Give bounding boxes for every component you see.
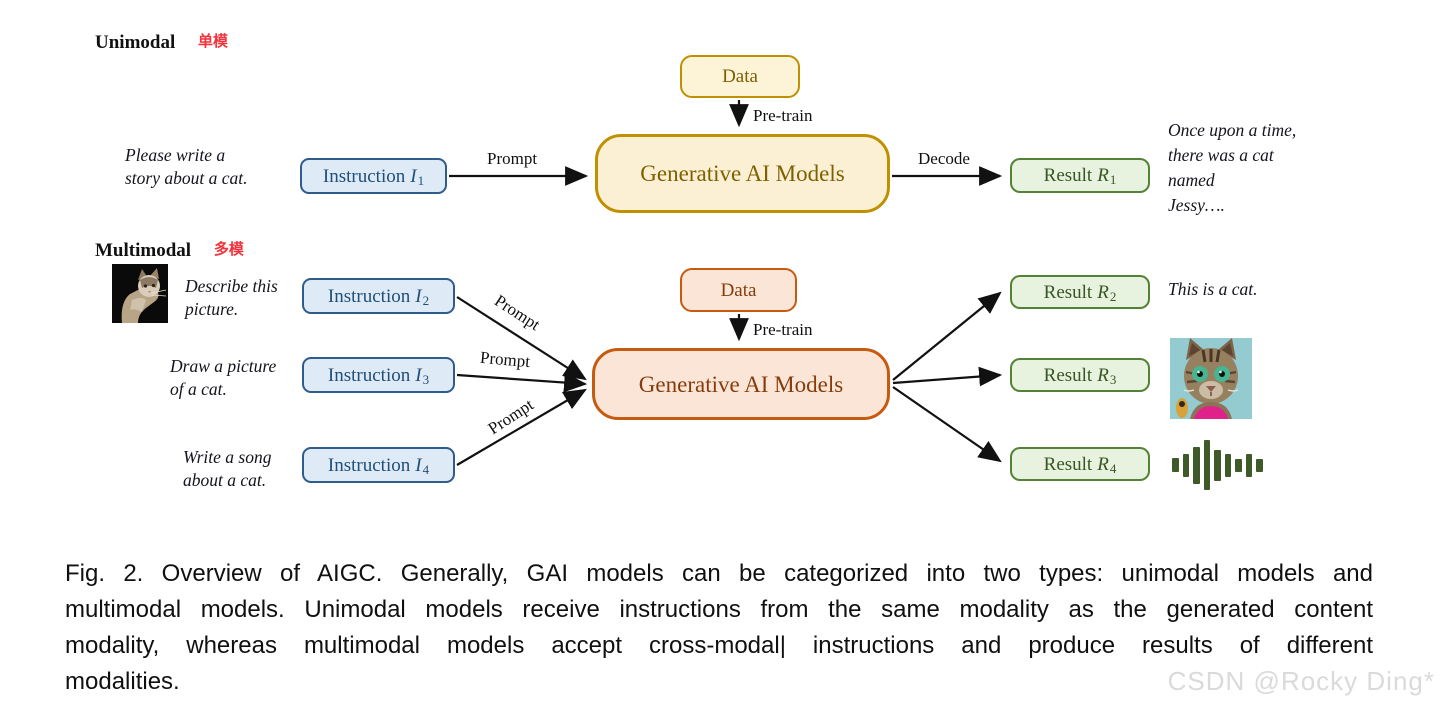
- unimodal-title-label: Unimodal: [95, 32, 176, 53]
- pretrain-label-2: Pre-train: [753, 320, 813, 339]
- result-3-symbol: R: [1097, 364, 1109, 386]
- arrow-result-2: [892, 291, 1002, 381]
- unimodal-title-chinese: 单模: [198, 33, 229, 50]
- csdn-watermark: CSDN @Rocky Ding*: [1167, 666, 1435, 696]
- instruction-1-symbol: I: [410, 165, 417, 187]
- arrow-result-4: [892, 386, 1002, 463]
- result-4-symbol: R: [1097, 453, 1109, 475]
- unimodal-input-text: Please write a story about a cat.: [125, 145, 248, 188]
- cat-photo-icon: [112, 264, 168, 323]
- caption-line: modality, whereas multimodal models acce…: [65, 632, 1373, 659]
- result-1-symbol: R: [1097, 165, 1109, 186]
- multimodal-title-chinese: 多模: [213, 241, 244, 258]
- unimodal-output-text: Once upon a time, there was a cat named …: [1168, 120, 1297, 215]
- decode-label: Decode: [918, 149, 970, 168]
- multimodal-section-title: Multimodal 多模: [95, 238, 244, 262]
- multimodal-input-4-text: Write a song about a cat.: [183, 447, 272, 490]
- unimodal-data-box: Data: [680, 55, 800, 98]
- multimodal-input-3-text: Draw a picture of a cat.: [170, 356, 277, 399]
- prompt-label-3: Prompt: [479, 347, 531, 372]
- prompt-label-2: Prompt: [491, 290, 544, 335]
- instruction-2-symbol: I: [415, 285, 422, 307]
- caption-line: Fig. 2. Overview of AIGC. Generally, GAI…: [65, 560, 1373, 587]
- figure-caption: Fig. 2. Overview of AIGC. Generally, GAI…: [65, 556, 1373, 700]
- multimodal-title-label: Multimodal: [95, 240, 192, 261]
- instruction-4-symbol: I: [415, 454, 422, 476]
- arrow-result-3: [892, 366, 1003, 387]
- instruction-3-symbol: I: [415, 364, 422, 386]
- audio-waveform-icon: [1172, 436, 1263, 494]
- multimodal-data-box: Data: [680, 268, 797, 312]
- arrow-prompt-3: [456, 372, 588, 393]
- prompt-label-4: Prompt: [484, 394, 537, 439]
- pretrain-label-1: Pre-train: [753, 106, 813, 125]
- prompt-label-1: Prompt: [487, 149, 538, 168]
- caption-line: multimodal models. Unimodal models recei…: [65, 596, 1373, 623]
- multimodal-input-2-text: Describe this picture.: [185, 276, 278, 319]
- unimodal-section-title: Unimodal 单模: [95, 30, 228, 54]
- generated-cat-image-icon: [1170, 338, 1252, 419]
- caption-line: modalities.: [65, 668, 180, 695]
- unimodal-model-box: Generative AI Models: [595, 134, 890, 213]
- multimodal-output-2-text: This is a cat.: [1168, 279, 1258, 299]
- result-2-symbol: R: [1097, 281, 1109, 303]
- multimodal-model-box: Generative AI Models: [592, 348, 890, 420]
